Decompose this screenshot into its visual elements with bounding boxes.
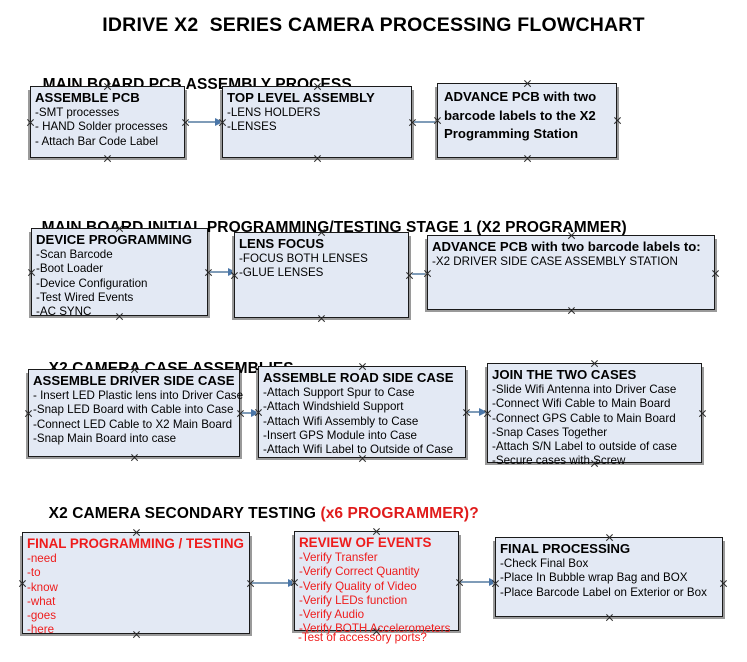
connector-arrow [188,121,222,123]
box-device-programming[interactable]: DEVICE PROGRAMMING -Scan Barcode -Boot L… [31,228,208,319]
box-top-level-assembly[interactable]: TOP LEVEL ASSEMBLY -LENS HOLDERS -LENSES [222,86,412,158]
box-line: -Verify BOTH Accelerometers [299,622,451,636]
box-final-programming-testing[interactable]: FINAL PROGRAMMING / TESTING -need -to -k… [22,532,250,637]
section-heading-accent: (x6 PROGRAMMER)? [320,505,479,522]
section-heading-x2-camera-secondary-testing: X2 CAMERA SECONDARY TESTING (x6 PROGRAMM… [31,487,479,541]
connector-arrow [468,411,486,413]
box-assemble-driver-side-case[interactable]: ASSEMBLE DRIVER SIDE CASE - Insert LED P… [28,369,244,457]
box-assemble-pcb[interactable]: ASSEMBLE PCB -SMT processes - HAND Solde… [30,86,185,158]
box-line: -Snap LED Board with Cable into Case [33,403,234,417]
connector-arrow [461,581,496,583]
box-line: -X2 DRIVER SIDE CASE ASSEMBLY STATION [432,255,678,268]
box-line: -Check Final Box [500,557,589,570]
box-line: -Snap Cases Together [492,425,608,439]
box-advance-pcb-to-driver-side-case-assembly-station[interactable]: ADVANCE PCB with two barcode labels to: … [427,235,715,310]
box-line: -Connect Wifi Cable to Main Board [492,397,671,411]
box-review-of-events[interactable]: REVIEW OF EVENTS -Verify Transfer -Verif… [294,531,459,635]
box-line: -Connect LED Cable to X2 Main Board [33,417,233,431]
box-line: -to [27,566,41,580]
box-line: -Verify LEDs function [299,593,408,607]
box-line: -Slide Wifi Antenna into Driver Case [492,383,677,396]
connector-arrow [242,412,258,414]
box-title: REVIEW OF EVENTS [299,535,432,550]
box-line: -GLUE LENSES [239,266,324,280]
box-title: ADVANCE PCB with two barcode labels to: [432,239,701,254]
box-line: -Attach S/N Label to outside of case [492,440,677,454]
box-line: -Attach Wifi Assembly to Case [263,414,419,428]
box-line: -Attach Windshield Support [263,400,404,414]
connector-arrow [412,273,440,275]
box-title: ASSEMBLE PCB [35,90,140,105]
box-line: -what [27,594,56,608]
connector-arrow [252,582,295,584]
box-line: -Verify Quality of Video [299,579,417,593]
box-line: -SMT processes [35,106,120,119]
box-title: FINAL PROCESSING [500,541,631,556]
box-line: -Scan Barcode [36,248,113,261]
box-line: - HAND Solder processes [35,120,168,134]
box-line: -Place Barcode Label on Exterior or Box [500,585,707,599]
box-final-processing[interactable]: FINAL PROCESSING -Check Final Box -Place… [495,537,723,617]
box-join-the-two-cases[interactable]: JOIN THE TWO CASES -Slide Wifi Antenna i… [487,363,702,467]
box-line: -Secure cases with Screw [492,454,626,468]
box-line: -LENSES [227,120,277,134]
box-line: -Attach Support Spur to Case [263,386,415,399]
box-line: -know [27,580,58,594]
box-line: -FOCUS BOTH LENSES [239,252,368,265]
box-line: - Attach Bar Code Label [35,134,159,148]
box-line: -here [27,623,55,637]
connector-arrow [414,121,442,123]
box-line: -Verify Correct Quantity [299,565,420,579]
box-title: ASSEMBLE ROAD SIDE CASE [263,370,454,385]
box-line: -Device Configuration [36,276,148,290]
box-assemble-road-side-case[interactable]: ASSEMBLE ROAD SIDE CASE -Attach Support … [258,366,466,458]
box-line: -AC SYNC [36,305,92,319]
box-line: -goes [27,609,57,623]
box-line: -Verify Transfer [299,551,378,564]
section-heading-text: X2 CAMERA SECONDARY TESTING [48,505,321,522]
box-line: -Connect GPS Cable to Main Board [492,411,676,425]
box-lens-focus[interactable]: LENS FOCUS -FOCUS BOTH LENSES -GLUE LENS… [234,232,409,318]
page-title: IDRIVE X2 SERIES CAMERA PROCESSING FLOWC… [102,14,645,36]
box-line: -Attach Wifi Label to Outside of Case [263,443,454,457]
box-line: -Test Wired Events [36,290,134,304]
box-line: -Boot Loader [36,262,104,276]
box-line: -LENS HOLDERS [227,106,321,119]
box-line: -need [27,552,57,565]
box-title: LENS FOCUS [239,236,324,251]
box-line: -Insert GPS Module into Case [263,428,418,442]
box-title: ADVANCE PCB with two barcode labels to t… [444,89,597,141]
box-overflow-line-review-of-events: -Test of accessory ports? [298,631,427,644]
box-line: - Insert LED Plastic lens into Driver Ca… [33,389,244,402]
box-title: ASSEMBLE DRIVER SIDE CASE [33,373,235,388]
box-line: -Place In Bubble wrap Bag and BOX [500,571,688,585]
box-line: -Verify Audio [299,608,365,622]
box-title: TOP LEVEL ASSEMBLY [227,90,375,105]
box-line: -Snap Main Board into case [33,431,177,445]
box-advance-pcb-to-x2-programming-station[interactable]: ADVANCE PCB with two barcode labels to t… [437,83,617,158]
connector-arrow [210,271,235,273]
box-title: FINAL PROGRAMMING / TESTING [27,536,244,551]
box-title: JOIN THE TWO CASES [492,367,637,382]
box-title: DEVICE PROGRAMMING [36,232,193,247]
